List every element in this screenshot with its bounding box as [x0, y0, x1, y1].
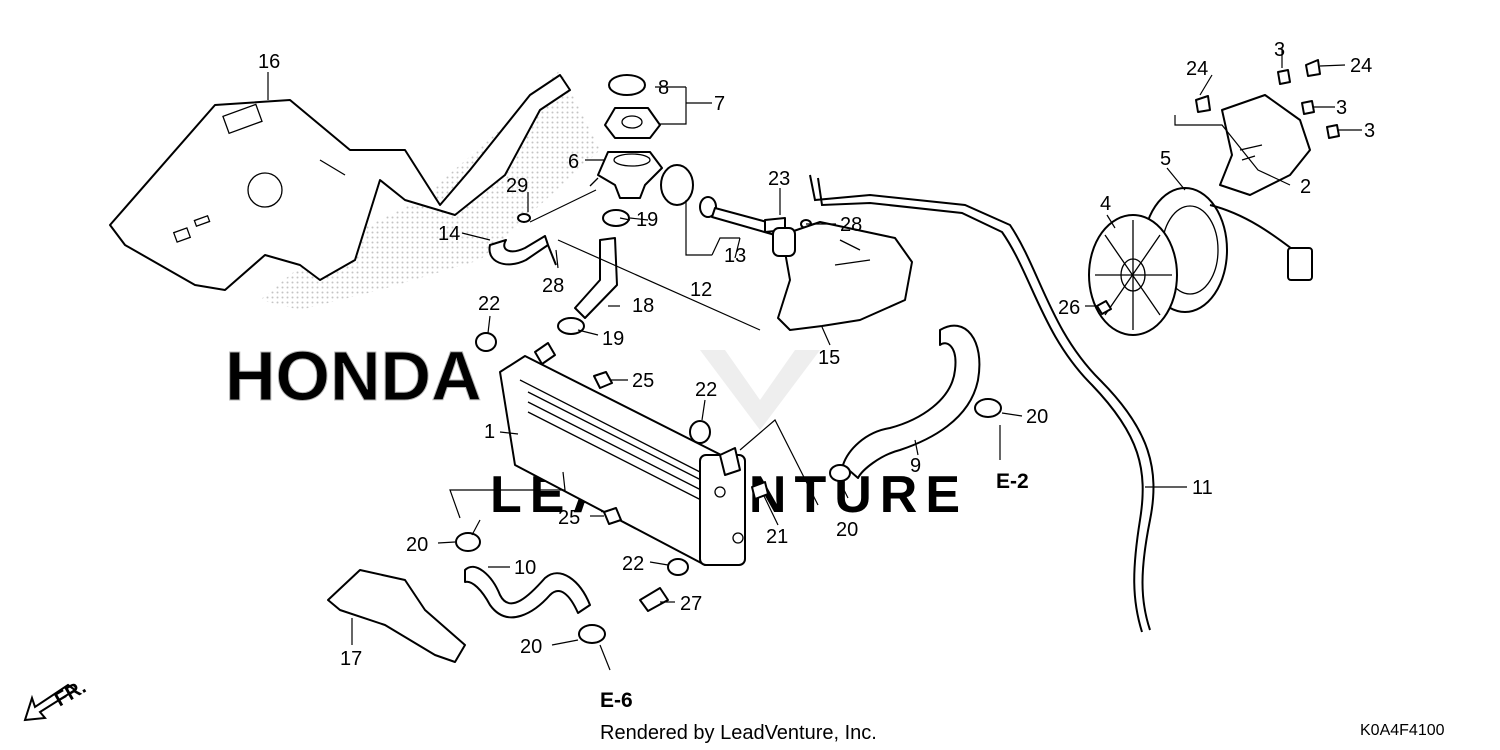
- callout-5: 5: [1160, 148, 1171, 170]
- callout-24-right: 24: [1350, 55, 1372, 77]
- callout-23: 23: [768, 168, 790, 190]
- clamp-part-20-left: [455, 532, 481, 552]
- callout-3-b: 3: [1336, 97, 1347, 119]
- screw-part-3-c: [1326, 124, 1340, 139]
- clamp-part-19-upper: [602, 209, 630, 227]
- callout-9: 9: [910, 455, 921, 477]
- callout-12: 12: [690, 279, 712, 301]
- screw-part-3-a: [1277, 69, 1291, 85]
- hose-part-18: [574, 237, 618, 319]
- callout-20-mid: 20: [836, 519, 858, 541]
- diagram-code: K0A4F4100: [1360, 722, 1445, 739]
- ref-e2: E-2: [996, 470, 1029, 493]
- callout-25-bottom: 25: [558, 507, 580, 529]
- callout-15: 15: [818, 347, 840, 369]
- callout-1: 1: [484, 421, 495, 443]
- clip-part-29: [517, 213, 531, 223]
- bolt-part-27: [639, 587, 669, 612]
- callout-20-bottom: 20: [520, 636, 542, 658]
- callout-22-low: 22: [622, 553, 644, 575]
- front-direction-label: FR.: [51, 676, 90, 711]
- fan-blade-part-4: [1088, 214, 1178, 336]
- collar-part-25-top: [593, 371, 613, 389]
- callout-20-left: 20: [406, 534, 428, 556]
- callout-4: 4: [1100, 193, 1111, 215]
- callout-13: 13: [724, 245, 746, 267]
- callout-3-a: 3: [1274, 39, 1285, 61]
- callout-29: 29: [506, 175, 528, 197]
- screw-part-3-b: [1301, 100, 1315, 115]
- reserve-tank-part-15: [772, 221, 913, 331]
- callout-3-c: 3: [1364, 120, 1375, 142]
- callout-2: 2: [1300, 176, 1311, 198]
- footer-credit: Rendered by LeadVenture, Inc.: [600, 722, 877, 744]
- grommet-part-22-low: [667, 558, 689, 576]
- callout-28-right: 28: [840, 214, 862, 236]
- leader-lines: [267, 48, 1362, 671]
- reserve-cap-part-12: [660, 164, 694, 206]
- collar-part-25-bottom: [603, 507, 622, 525]
- callout-28-left: 28: [542, 275, 564, 297]
- bolt-part-21: [751, 481, 769, 500]
- bolt-part-24-left: [1195, 95, 1211, 113]
- callout-24-left: 24: [1186, 58, 1208, 80]
- shroud-part-16: [109, 74, 571, 291]
- callout-26: 26: [1058, 297, 1080, 319]
- hose-part-9: [842, 324, 981, 479]
- bracket-part-17: [327, 569, 466, 663]
- callout-18: 18: [632, 295, 654, 317]
- callout-19-lower: 19: [602, 328, 624, 350]
- callout-22-mid: 22: [695, 379, 717, 401]
- lv-logo-watermark: [700, 350, 820, 430]
- clamp-part-20-right: [974, 398, 1002, 418]
- callout-17: 17: [340, 648, 362, 670]
- callout-22-top: 22: [478, 293, 500, 315]
- washer-part-13: [699, 196, 717, 218]
- filler-neck-part-6: [589, 151, 663, 199]
- callout-21: 21: [766, 526, 788, 548]
- grommet-part-22-mid: [689, 420, 711, 444]
- ref-e6: E-6: [600, 689, 633, 712]
- clamp-part-20-mid: [829, 464, 851, 482]
- clip-part-28: [547, 244, 557, 266]
- callout-8: 8: [658, 77, 669, 99]
- clamp-part-20-bottom: [578, 624, 606, 644]
- fan-bracket-part-2: [1219, 94, 1311, 196]
- callout-25-top: 25: [632, 370, 654, 392]
- callout-labels: 16 8 7 6 29 14 28 19 18 19 22 25 22 1 12…: [258, 39, 1375, 712]
- radiator-part-1: [499, 342, 746, 566]
- honda-wordmark: HONDA: [225, 337, 482, 415]
- hose-part-10: [464, 565, 591, 619]
- callout-10: 10: [514, 557, 536, 579]
- callout-14: 14: [438, 223, 460, 245]
- callout-11: 11: [1192, 477, 1213, 499]
- callout-27: 27: [680, 593, 702, 615]
- tube-part-11: [809, 174, 1155, 631]
- nut-part-26: [1096, 300, 1112, 315]
- callout-19-upper: 19: [636, 209, 658, 231]
- callout-16: 16: [258, 51, 280, 73]
- bolt-part-24-right: [1305, 59, 1321, 77]
- radiator-cap-part-7: [604, 74, 661, 139]
- clamp-part-19-lower: [557, 317, 585, 335]
- callout-7: 7: [714, 93, 725, 115]
- hose-part-14: [488, 235, 549, 266]
- callout-6: 6: [568, 151, 579, 173]
- grommet-part-22-top: [475, 332, 497, 352]
- callout-20-right: 20: [1026, 406, 1048, 428]
- front-direction-arrow: FR.: [23, 676, 90, 722]
